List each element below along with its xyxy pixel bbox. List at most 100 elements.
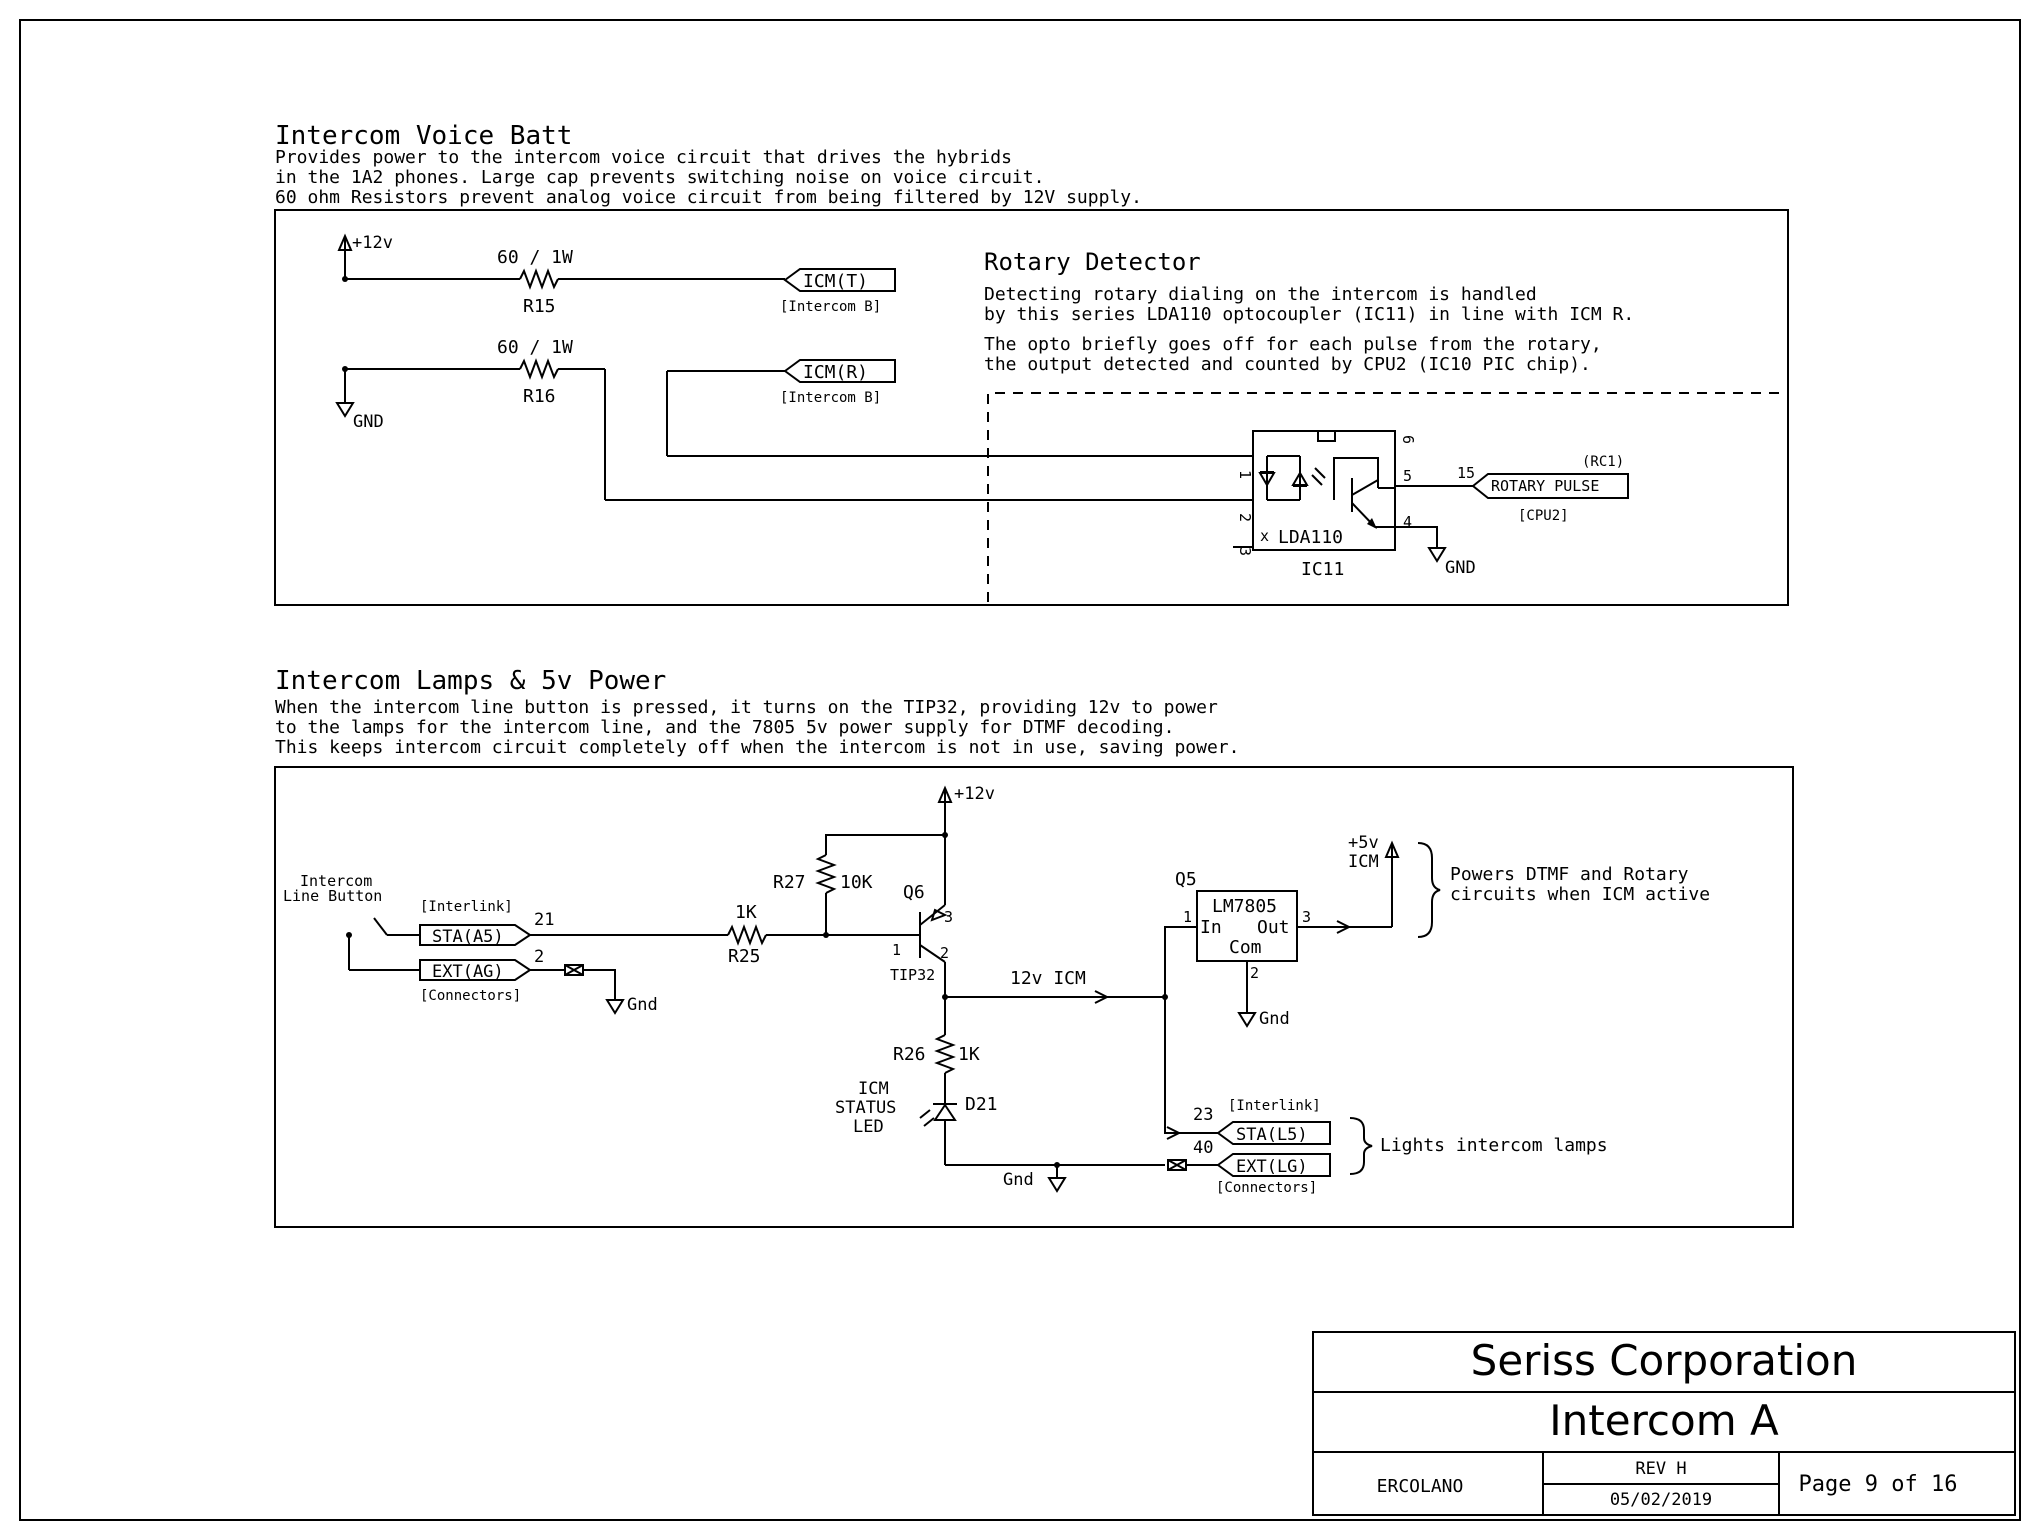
q6-pin3: 3 bbox=[944, 908, 953, 926]
note-power-line1: Powers DTMF and Rotary bbox=[1450, 864, 1689, 885]
section2-desc-line2: to the lamps for the intercom line, and … bbox=[275, 717, 1174, 738]
section-voice-batt: Intercom Voice Batt Provides power to th… bbox=[274, 121, 1789, 606]
note-power-line2: circuits when ICM active bbox=[1450, 884, 1710, 905]
r16-ref: R16 bbox=[523, 386, 556, 407]
ic11-pin1: 1 bbox=[1236, 470, 1254, 479]
r27-value: 10K bbox=[840, 872, 873, 893]
sta-l5-pin: 23 bbox=[1193, 1105, 1213, 1125]
q6-pin2: 2 bbox=[940, 944, 949, 962]
ext-lg-label: EXT(LG) bbox=[1236, 1157, 1308, 1177]
ground-symbol-2: GND bbox=[1395, 526, 1476, 578]
power-12v-label: +12v bbox=[352, 233, 393, 253]
net-12v-icm-label: 12v ICM bbox=[1010, 968, 1086, 989]
led-d21: D21 ICM STATUS LED bbox=[835, 1079, 998, 1165]
q5-pin2: 2 bbox=[1250, 964, 1259, 982]
section1-desc-line3: 60 ohm Resistors prevent analog voice ci… bbox=[275, 187, 1142, 208]
ground-symbol-1: GND bbox=[335, 369, 384, 432]
connector-sta-l5: [Interlink] 23 STA(L5) bbox=[1164, 997, 1331, 1145]
transistor-q6: Q6 TIP32 1 2 3 bbox=[890, 835, 953, 997]
q5-part: LM7805 bbox=[1212, 896, 1277, 917]
connector-sta-a5: [Interlink] STA(A5) 21 bbox=[419, 899, 728, 947]
rotary-rc1: (RC1) bbox=[1582, 454, 1624, 470]
resistor-r26: R26 1K bbox=[893, 997, 980, 1100]
interlink-label-1: [Interlink] bbox=[420, 899, 513, 915]
ic11-nc-mark: x bbox=[1260, 527, 1269, 545]
section1-title: Intercom Voice Batt bbox=[275, 121, 572, 151]
section-lamps-power: Intercom Lamps & 5v Power When the inter… bbox=[274, 666, 1794, 1228]
d21-label-line1: ICM bbox=[858, 1079, 889, 1099]
q5-ref: Q5 bbox=[1175, 869, 1197, 890]
connectors-label-1: [Connectors] bbox=[420, 988, 521, 1004]
plus5-label-line1: +5v bbox=[1348, 833, 1379, 853]
rotary-desc2-line2: the output detected and counted by CPU2 … bbox=[984, 354, 1591, 375]
ic11-pin3: 3 bbox=[1236, 547, 1254, 556]
title-block: Seriss Corporation Intercom A ERCOLANO R… bbox=[1312, 1331, 2016, 1516]
r26-ref: R26 bbox=[893, 1044, 926, 1065]
power-12v-label-2: +12v bbox=[954, 784, 995, 804]
section2-desc-line3: This keeps intercom circuit completely o… bbox=[275, 737, 1240, 758]
section2-desc-line1: When the intercom line button is pressed… bbox=[275, 697, 1218, 718]
gnd-label-5: Gnd bbox=[1259, 1009, 1290, 1029]
gnd-label-2: GND bbox=[1445, 558, 1476, 578]
regulator-q5: Q5 LM7805 In Out Com 1 2 3 Gnd +5v ICM bbox=[1164, 833, 1400, 1029]
resistor-r15: 60 / 1W R15 bbox=[345, 247, 785, 317]
connector-ext-ag: EXT(AG) 2 [Connectors] Gnd bbox=[419, 947, 658, 1015]
q5-pin1: 1 bbox=[1183, 908, 1192, 926]
r15-ref: R15 bbox=[523, 296, 556, 317]
button-label-line1: Intercom bbox=[300, 872, 372, 890]
d21-ref: D21 bbox=[965, 1094, 998, 1115]
resistor-r25: 1K R25 bbox=[727, 902, 920, 967]
q5-out: Out bbox=[1257, 917, 1290, 938]
connector-icm-t: ICM(T) [Intercom B] bbox=[780, 268, 896, 315]
net-12v-icm: 12v ICM bbox=[942, 968, 1168, 1004]
q5-in: In bbox=[1200, 917, 1222, 938]
ic11-pin5: 5 bbox=[1403, 467, 1412, 485]
sheet-border bbox=[19, 19, 2021, 1521]
sta-a5-label: STA(A5) bbox=[432, 927, 504, 947]
q5-com: Com bbox=[1229, 937, 1262, 958]
q6-pin1: 1 bbox=[892, 941, 901, 959]
icm-r-label: ICM(R) bbox=[803, 362, 868, 383]
rotary-pulse-connector bbox=[1471, 473, 1629, 499]
rotary-desc1-line2: by this series LDA110 optocoupler (IC11)… bbox=[984, 304, 1634, 325]
ic11-ref: IC11 bbox=[1301, 559, 1344, 580]
section2-box bbox=[274, 766, 1794, 1228]
rotary-cpu2: [CPU2] bbox=[1518, 508, 1569, 524]
ext-ag-label: EXT(AG) bbox=[432, 962, 504, 982]
note-lamps-text: Lights intercom lamps bbox=[1380, 1135, 1608, 1156]
rotary-pulse-label: ROTARY PULSE bbox=[1491, 477, 1599, 495]
power-12v-symbol-2: +12v bbox=[937, 784, 995, 838]
icm-t-label: ICM(T) bbox=[803, 271, 868, 292]
rotary-title: Rotary Detector bbox=[984, 248, 1201, 276]
interlink-label-2: [Interlink] bbox=[1228, 1098, 1321, 1114]
icm-r-sub: [Intercom B] bbox=[780, 390, 881, 406]
ext-lg-pin: 40 bbox=[1193, 1138, 1213, 1158]
ic11-optocoupler: x LDA110 IC11 1 2 3 4 5 6 bbox=[1233, 430, 1417, 580]
ground-symbol-4: Gnd bbox=[945, 1159, 1218, 1193]
r27-ref: R27 bbox=[773, 872, 806, 893]
r25-value: 1K bbox=[735, 902, 757, 923]
note-powers-dtmf: Powers DTMF and Rotary circuits when ICM… bbox=[1417, 842, 1710, 938]
section1-desc-line1: Provides power to the intercom voice cir… bbox=[275, 147, 1012, 168]
rotary-desc1-line1: Detecting rotary dialing on the intercom… bbox=[984, 284, 1537, 305]
drawing-title: Intercom A bbox=[1549, 1396, 1779, 1445]
section1-desc-line2: in the 1A2 phones. Large cap prevents sw… bbox=[275, 167, 1044, 188]
r26-value: 1K bbox=[958, 1044, 980, 1065]
sta-a5-pin: 21 bbox=[534, 910, 554, 930]
r25-ref: R25 bbox=[728, 946, 761, 967]
page-number: Page 9 of 16 bbox=[1799, 1472, 1958, 1497]
ic11-pin6: 6 bbox=[1399, 435, 1417, 444]
r15-value: 60 / 1W bbox=[497, 247, 573, 268]
q6-part: TIP32 bbox=[890, 966, 935, 984]
icm-t-sub: [Intercom B] bbox=[780, 299, 881, 315]
plus5-label-line2: ICM bbox=[1348, 852, 1379, 872]
ic11-pin4: 4 bbox=[1403, 513, 1412, 531]
gnd-label-3: Gnd bbox=[627, 995, 658, 1015]
r16-value: 60 / 1W bbox=[497, 337, 573, 358]
sta-l5-label: STA(L5) bbox=[1236, 1125, 1308, 1145]
rotary-detector-block: Rotary Detector Detecting rotary dialing… bbox=[984, 248, 1788, 602]
connector-ext-lg: 40 EXT(LG) [Connectors] bbox=[1193, 1138, 1331, 1196]
ic11-part: LDA110 bbox=[1278, 527, 1343, 548]
drawing-date: 05/02/2019 bbox=[1610, 1490, 1712, 1510]
